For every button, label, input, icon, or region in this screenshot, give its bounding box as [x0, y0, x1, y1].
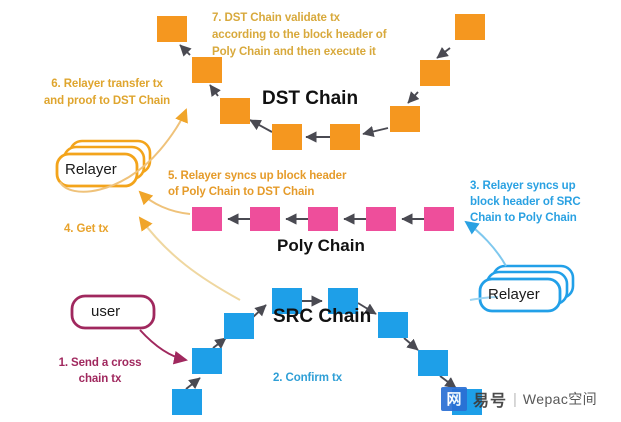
step-label-7: 7. DST Chain validate tx according to th… — [212, 12, 387, 58]
user-label: user — [91, 303, 121, 320]
watermark-account: Wepac空间 — [522, 391, 598, 407]
poly-chain-title: Poly Chain — [277, 236, 365, 255]
src-chain-title: SRC Chain — [273, 306, 372, 327]
arrow-user-to-src — [139, 329, 188, 365]
poly-block — [424, 207, 454, 231]
dst-block — [220, 98, 250, 124]
relayer-orange-layer-1 — [55, 152, 139, 188]
arrow-relayer-to-poly — [464, 220, 507, 267]
dst-chain-group — [157, 14, 485, 150]
dst-chain-title: DST Chain — [262, 88, 359, 109]
user-box — [70, 294, 156, 330]
arrow-relayer-to-dst — [59, 108, 188, 193]
arrow-poly-to-relayer — [138, 190, 191, 215]
step-label-4: 4. Get tx — [64, 223, 109, 235]
dst-block — [390, 106, 420, 132]
relayer-blue-node[interactable] — [478, 264, 575, 313]
dst-block — [420, 60, 450, 86]
dst-chain-arrows — [179, 44, 451, 143]
src-block — [328, 288, 358, 314]
poly-block — [192, 207, 222, 231]
dst-block — [330, 124, 360, 150]
dst-block — [272, 124, 302, 150]
arrow-get-tx — [138, 216, 241, 301]
poly-block — [366, 207, 396, 231]
src-chain-group — [172, 288, 482, 415]
src-block — [224, 313, 254, 339]
relayer-blue-layer-1 — [478, 277, 562, 313]
watermark-divider: | — [513, 390, 517, 408]
poly-block — [250, 207, 280, 231]
src-block — [272, 288, 302, 314]
watermark: 网 易号 | Wepac空间 — [441, 387, 597, 411]
src-block — [172, 389, 202, 415]
src-block — [378, 312, 408, 338]
dst-block — [192, 57, 222, 83]
arrow-src-to-relayer — [469, 296, 499, 301]
poly-block — [308, 207, 338, 231]
step-label-6: 6. Relayer transfer tx and proof to DST … — [43, 78, 171, 107]
step-label-1: 1. Send a cross chain tx — [58, 357, 142, 385]
dst-block — [157, 16, 187, 42]
watermark-cn-text: 易号 — [473, 393, 508, 410]
relayer-orange-label: Relayer — [65, 161, 117, 178]
step-label-5: 5. Relayer syncs up block header of Poly… — [168, 170, 347, 198]
src-block — [418, 350, 448, 376]
dst-block — [455, 14, 485, 40]
netease-logo-icon: 网 — [441, 387, 467, 411]
step-label-3: 3. Relayer syncs up block header of SRC … — [470, 180, 581, 224]
user-node[interactable] — [70, 294, 156, 330]
src-chain-arrows — [185, 295, 457, 390]
poly-chain-group — [192, 207, 454, 231]
relayer-blue-label: Relayer — [488, 286, 540, 303]
step-label-2: 2. Confirm tx — [273, 372, 342, 384]
relayer-orange-node[interactable] — [55, 139, 152, 188]
src-block — [192, 348, 222, 374]
